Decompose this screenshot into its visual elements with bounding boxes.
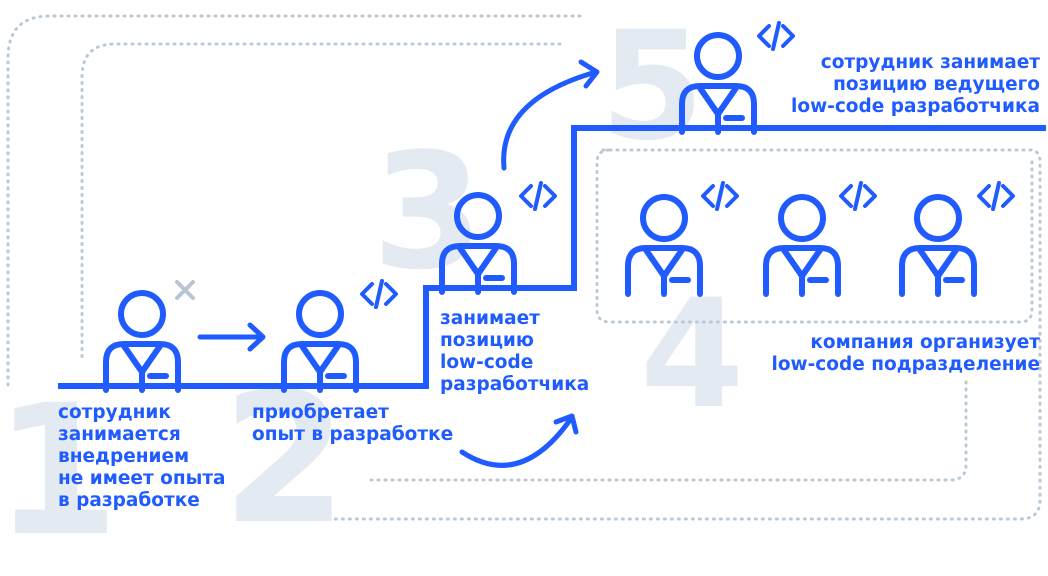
code-icon — [757, 21, 795, 51]
staircase-line — [58, 125, 1046, 389]
code-icon — [839, 181, 877, 211]
code-icon — [977, 181, 1015, 211]
dotted-guides — [6, 14, 1042, 521]
code-icon — [360, 279, 398, 309]
person-step-2 — [284, 293, 356, 390]
step-number-4: 4 — [640, 268, 745, 442]
step-number-1: 1 — [0, 367, 120, 576]
arrow-right-icon — [197, 322, 266, 352]
career-path-diagram: 1 2 3 4 5 — [0, 12, 1046, 562]
caption-step-5: сотрудник занимает позицию ведущего low-… — [791, 52, 1040, 117]
diagram-graphics — [6, 14, 1046, 521]
person-step-1 — [106, 293, 178, 390]
person-step-4-b — [766, 197, 838, 294]
curved-arrow-icon — [501, 59, 600, 171]
caption-step-4: компания организует low-code подразделен… — [771, 332, 1040, 375]
cross-icon — [175, 280, 195, 300]
caption-step-3: занимает позицию low-code разработчика — [440, 308, 590, 395]
code-icon — [519, 181, 557, 211]
person-step-4-c — [902, 197, 974, 294]
caption-step-1: сотрудник занимается внедрением не имеет… — [58, 402, 226, 511]
code-icon — [701, 181, 739, 211]
person-step-4-a — [628, 197, 700, 294]
person-step-5 — [682, 35, 754, 132]
curved-arrow-icon — [459, 413, 579, 468]
caption-step-2: приобретает опыт в разработке — [252, 402, 454, 445]
step-number-3: 3 — [372, 118, 484, 305]
person-step-3 — [442, 195, 514, 292]
step-number-2: 2 — [222, 355, 348, 564]
